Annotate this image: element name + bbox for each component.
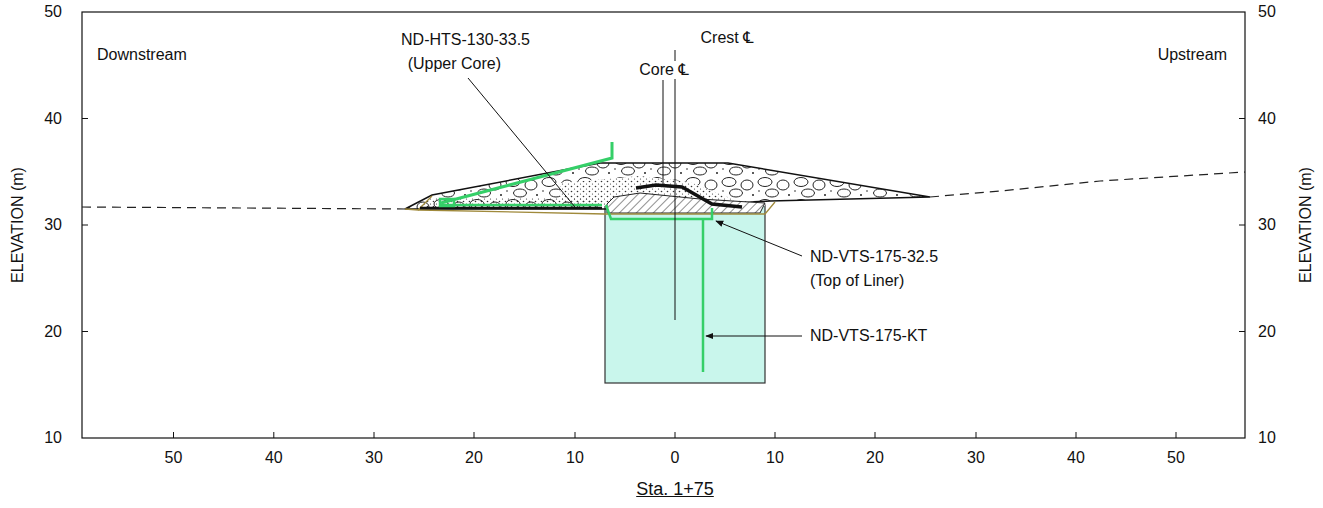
core-centreline [663,80,664,186]
plot-frame [82,12,1245,438]
tick-label: 50 [165,449,183,467]
station-caption: Sta. 1+75 [636,478,714,500]
liner-instrument [606,205,712,219]
tick-label: 20 [44,323,62,341]
ground-line [930,172,1245,197]
tick-label: 40 [1067,449,1085,467]
instrument-label: (Upper Core) [406,55,503,73]
tick-label: 30 [44,216,62,234]
centreline-label: Core ℄ [637,61,690,79]
tick-label: 20 [866,449,884,467]
tick-label: 30 [365,449,383,467]
leader-line [716,221,802,256]
tick-label: 20 [1258,323,1276,341]
tick-label: 50 [1167,449,1185,467]
tick-label: 0 [671,449,680,467]
core-zone [607,193,765,213]
tick-label: 30 [967,449,985,467]
tick-label: 40 [44,110,62,128]
ground-line [82,207,405,209]
axis-title: ELEVATION (m) [1297,167,1315,283]
instrument-line [441,142,612,203]
upper-core-line [636,185,742,207]
instrument-line [440,204,602,207]
crest-centreline [675,50,676,320]
tick-label: 40 [265,449,283,467]
vertical-instrument [702,219,705,372]
axis-title: ELEVATION (m) [9,167,27,283]
tick-label: 10 [44,429,62,447]
tick-label: 10 [566,449,584,467]
leader-line [706,336,802,337]
tick-label: 10 [766,449,784,467]
tick-label: 40 [1258,110,1276,128]
region-label: Upstream [1158,46,1227,64]
instrument-label: (Top of Liner) [808,272,906,290]
tick-label: 20 [465,449,483,467]
instrument-label: ND-HTS-130-33.5 [399,31,532,49]
tick-label: 50 [44,3,62,21]
instrument-label: ND-VTS-175-32.5 [808,248,940,266]
instrument-label: ND-VTS-175-KT [808,327,929,345]
leader-line [468,78,575,207]
tick-label: 10 [1258,429,1276,447]
tick-label: 30 [1258,216,1276,234]
tick-label: 50 [1258,3,1276,21]
centreline-label: Crest ℄ [699,29,756,47]
region-label: Downstream [97,46,187,64]
